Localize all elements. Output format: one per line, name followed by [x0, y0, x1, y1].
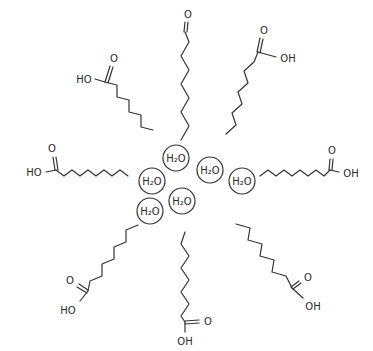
- carbon-chain: [88, 225, 138, 291]
- water-circle: H₂O: [228, 167, 256, 195]
- carbon-chain: [236, 224, 292, 288]
- double-bond: [257, 38, 260, 52]
- molecule-label: H₂O: [232, 176, 251, 187]
- water-circle: H₂O: [168, 187, 196, 215]
- double-bond: [187, 22, 188, 32]
- atom-label: O: [66, 275, 74, 286]
- double-bond: [185, 320, 199, 321]
- molecule-label: H₂O: [140, 206, 159, 217]
- molecule-label: H₂O: [142, 176, 161, 187]
- atom-label: O: [304, 272, 312, 283]
- carbon-chain: [105, 82, 153, 130]
- water-circle: H₂O: [138, 167, 166, 195]
- single-bond: [95, 79, 105, 82]
- double-bond: [77, 287, 87, 293]
- atom-label: O: [204, 316, 212, 327]
- atom-label: OH: [280, 53, 295, 64]
- atom-label: HO: [26, 167, 41, 178]
- carbon-chain: [181, 232, 189, 322]
- single-bond: [80, 291, 88, 301]
- atom-label: O: [110, 53, 118, 64]
- double-bond: [329, 159, 330, 170]
- single-bond: [184, 322, 185, 332]
- double-bond: [53, 157, 55, 170]
- water-circle: H₂O: [162, 144, 190, 172]
- molecule-label: H₂O: [172, 196, 191, 207]
- single-bond: [46, 170, 56, 172]
- single-bond: [330, 170, 339, 172]
- atom-label: O: [48, 143, 56, 154]
- double-bond: [185, 323, 199, 324]
- double-bond: [56, 157, 58, 170]
- double-bond: [332, 159, 333, 170]
- atom-label: HO: [76, 74, 91, 85]
- atom-label: O: [184, 9, 192, 20]
- carbon-chain: [56, 170, 128, 176]
- double-bond: [260, 39, 263, 53]
- atom-label: O: [260, 25, 268, 36]
- atom-label: OH: [177, 336, 192, 347]
- double-bond: [108, 67, 113, 83]
- atom-label: O: [328, 145, 336, 156]
- single-bond: [258, 52, 276, 57]
- carbon-chain: [226, 52, 258, 134]
- atom-label: OH: [305, 301, 320, 312]
- water-circle: H₂O: [136, 197, 164, 225]
- water-circle: H₂O: [196, 156, 224, 184]
- molecule-label: H₂O: [200, 165, 219, 176]
- molecule-label: H₂O: [166, 153, 185, 164]
- carbon-chain: [181, 32, 189, 140]
- carbon-chain: [260, 170, 330, 176]
- atom-label: HO: [60, 305, 75, 316]
- single-bond: [292, 288, 303, 298]
- double-bond: [184, 22, 185, 32]
- double-bond: [293, 283, 301, 289]
- atom-label: OH: [343, 168, 358, 179]
